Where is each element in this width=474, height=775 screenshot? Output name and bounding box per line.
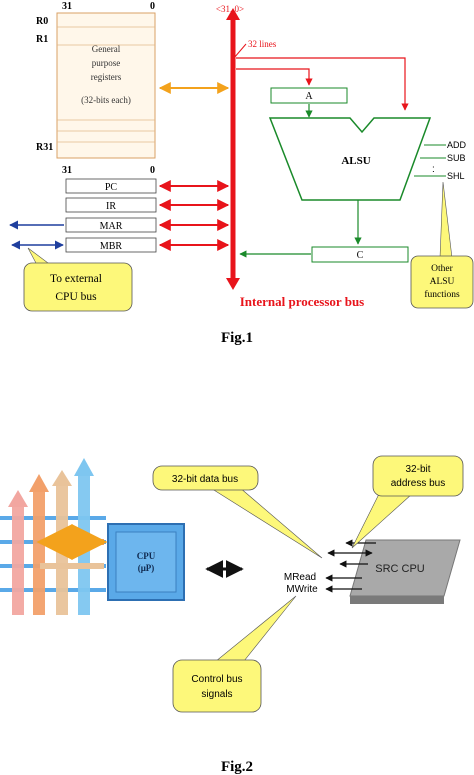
lines-label: 32 lines (248, 39, 277, 49)
bus-bundle (0, 458, 108, 615)
func-add: ADD (447, 140, 467, 150)
cpu-chip-inner (115, 531, 177, 593)
func-shl: SHL (447, 171, 465, 181)
special-bit-low: 0 (150, 165, 155, 176)
mwrite-label: MWrite (286, 584, 318, 595)
data-bus-callout-text: 32-bit data bus (172, 474, 238, 485)
reg-r0-label: R0 (36, 16, 48, 27)
data-bus-callout (152, 465, 259, 491)
pc-label: PC (105, 182, 118, 193)
gp-text-line: (32-bits each) (81, 95, 131, 105)
special-bit-high: 31 (62, 165, 72, 176)
mread-label: MRead (284, 572, 316, 583)
mar-label: MAR (100, 221, 123, 232)
fig1: 31 0 R0 R1 R31 General purpose registers… (9, 1, 474, 346)
other-callout-line: functions (424, 289, 460, 300)
fig1-caption: Fig.1 (221, 330, 253, 346)
other-callout-line: Other (431, 264, 453, 274)
ir-label: IR (106, 201, 116, 212)
cpu-sub-label: (μP) (138, 563, 155, 573)
src-cpu-label: SRC CPU (375, 563, 425, 575)
register-c (311, 246, 409, 263)
external-bus-callout (23, 262, 133, 312)
ir-register (65, 197, 157, 213)
other-callout-line: ALSU (430, 277, 455, 287)
gp-text-line: purpose (92, 58, 121, 68)
alsu-unit (268, 117, 432, 201)
bus-to-alsu-arrow (236, 57, 409, 111)
func-sub: SUB (447, 153, 466, 163)
src-cpu-chip-side (350, 596, 444, 604)
mar-register (65, 217, 157, 233)
fig2: CPU (μP) SRC CPU MRead MWrite 32-bit dat… (0, 455, 464, 775)
bus-label: Internal processor bus (240, 294, 364, 309)
gp-text-line: registers (91, 72, 122, 82)
reg-r1-label: R1 (36, 34, 48, 45)
other-functions-callout (410, 255, 474, 309)
alsu-label: ALSU (341, 155, 370, 167)
control-callout-line: Control bus (191, 674, 242, 685)
external-callout-line: CPU bus (55, 291, 97, 303)
bus-arrow-bottom (226, 278, 240, 290)
bus-to-a-arrow (236, 68, 313, 86)
address-callout-line: address bus (391, 478, 445, 489)
register-c-label: C (357, 250, 364, 261)
control-bus-callout (172, 659, 262, 713)
reg-r31-label: R31 (36, 142, 53, 153)
control-callout-pointer (209, 595, 297, 667)
address-bus-callout (372, 455, 464, 497)
register-a-label: A (305, 91, 313, 102)
fig2-caption: Fig.2 (221, 759, 253, 775)
mbr-label: MBR (100, 241, 123, 252)
address-callout-line: 32-bit (405, 464, 430, 475)
bus-arrow-top (226, 8, 240, 20)
lines-slash (233, 43, 247, 59)
bit-high-label: 31 (62, 1, 72, 12)
other-callout-pointer (439, 181, 453, 259)
register-file: General purpose registers (32-bits each) (56, 12, 156, 159)
external-callout-line: To external (50, 273, 102, 285)
bus-range-label: <31..0> (216, 4, 244, 14)
pc-register (65, 178, 157, 194)
bit-low-label: 0 (150, 1, 155, 12)
func-ellipsis: : (432, 164, 435, 175)
mbr-register (65, 237, 157, 253)
cpu-label: CPU (137, 551, 156, 561)
control-callout-line: signals (201, 689, 232, 700)
register-a (270, 87, 348, 104)
gp-text-line: General (92, 44, 121, 54)
